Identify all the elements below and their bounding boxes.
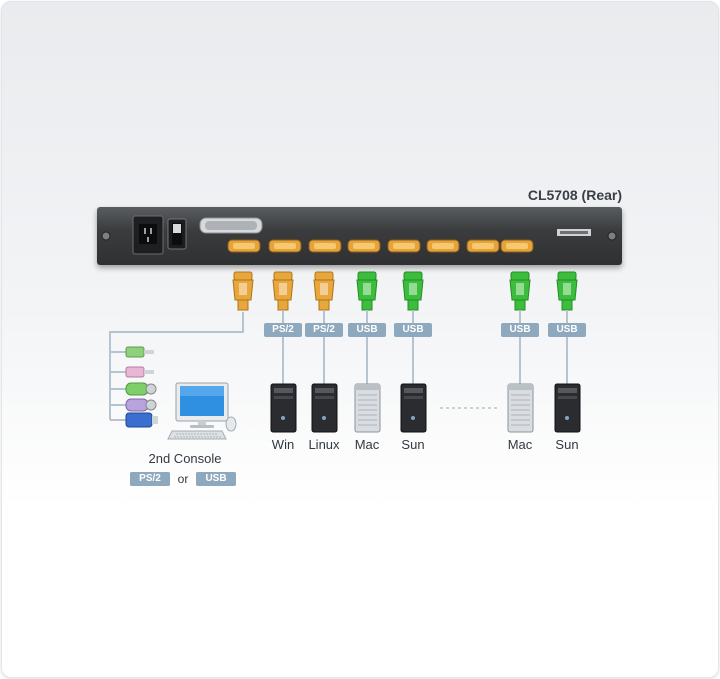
device-title: CL5708 (Rear) (527, 187, 622, 203)
audio-plug-green-icon (125, 346, 154, 358)
port-type-tag: USB (548, 323, 586, 337)
computer-row (270, 383, 581, 433)
power-socket-icon (132, 215, 164, 255)
computer-tower-icon (507, 383, 534, 433)
rear-port-icon (387, 239, 421, 253)
computer-label: Mac (507, 437, 533, 452)
rear-port-icon (426, 239, 460, 253)
audio-plug-pink-icon (125, 366, 154, 378)
ps2-connector-icon (272, 271, 294, 311)
computer-tower-icon (400, 383, 427, 433)
cable-connectors (232, 271, 578, 311)
usb-connector-icon (402, 271, 424, 311)
console-cable-bundle (109, 312, 244, 428)
console-workstation (167, 382, 237, 440)
kvm-panel-details (101, 215, 617, 255)
rear-port-icon (466, 239, 500, 253)
console-tag-ps2: PS/2 (130, 472, 170, 486)
computer-label: Sun (401, 437, 425, 452)
ps2-connector-icon (313, 271, 335, 311)
computer-label: Mac (354, 437, 380, 452)
keyboard-icon (167, 430, 227, 440)
rear-port-icon (268, 239, 302, 253)
rear-port-icon (347, 239, 381, 253)
rear-port-icon (308, 239, 342, 253)
mouse-icon (225, 416, 237, 432)
ps2-plug-green-icon (125, 382, 157, 396)
computer-label: Win (271, 437, 295, 452)
screw-icon (607, 231, 617, 241)
vga-plug-blue-icon (125, 412, 158, 428)
ps2-connector-icon (232, 271, 254, 311)
rear-port-icon (500, 239, 534, 253)
port-type-tag: USB (501, 323, 539, 337)
ps2-plug-purple-icon (125, 398, 157, 412)
computer-tower-icon (270, 383, 297, 433)
computer-tower-icon (354, 383, 381, 433)
console-port-icon (199, 217, 263, 234)
rear-port-icon (227, 239, 261, 253)
monitor-icon (175, 382, 229, 428)
computer-tower-icon (554, 383, 581, 433)
port-type-tag: PS/2 (264, 323, 302, 337)
computer-label: Sun (555, 437, 579, 452)
usb-connector-icon (509, 271, 531, 311)
computer-label: Linux (308, 437, 340, 452)
cable-lines (282, 310, 568, 385)
port-type-tag: USB (394, 323, 432, 337)
computer-tower-icon (311, 383, 338, 433)
power-switch-icon (167, 218, 187, 250)
usb-connector-icon (356, 271, 378, 311)
usb-connector-icon (556, 271, 578, 311)
brand-logo-icon (557, 229, 591, 236)
screw-icon (101, 231, 111, 241)
console-or-label: or (177, 472, 189, 486)
console-tag-usb: USB (196, 472, 236, 486)
port-type-tag: PS/2 (305, 323, 343, 337)
kvm-port-row (227, 239, 534, 253)
second-console-label: 2nd Console (148, 451, 222, 466)
port-type-tag: USB (348, 323, 386, 337)
